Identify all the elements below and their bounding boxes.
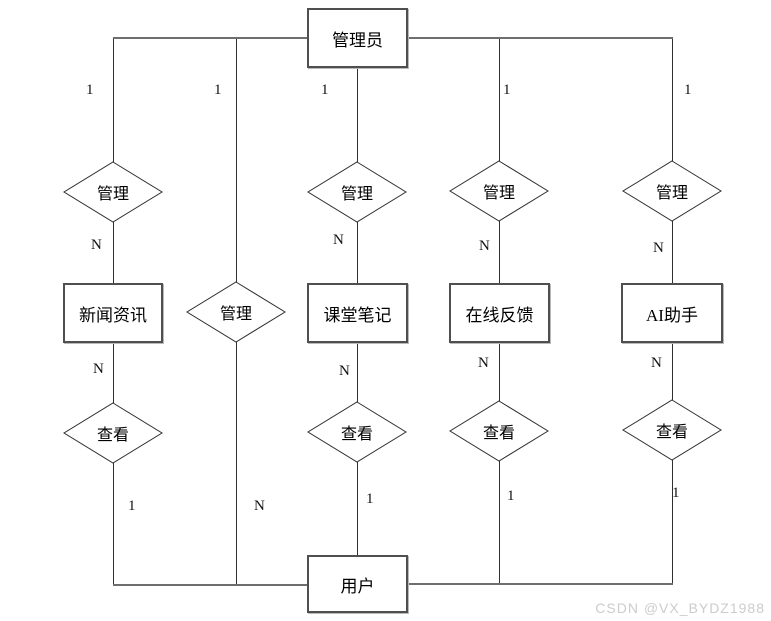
relationship-label: 管理 <box>482 185 515 202</box>
cardinality-admin-ai-1: 1 <box>684 82 692 98</box>
entity-label: 在线反馈 <box>465 305 534 325</box>
edge-user-bottom-right-horizontal <box>408 583 673 585</box>
relationship-manage-notes: 管理 <box>307 161 407 223</box>
cardinality-manage-news-n: N <box>91 237 102 253</box>
cardinality-view-ai-user-1: 1 <box>672 485 680 501</box>
relationship-manage-ai: 管理 <box>622 160 722 222</box>
entity-label: 管理员 <box>332 30 383 50</box>
relationship-label: 管理 <box>655 185 688 202</box>
cardinality-notes-view-n: N <box>339 363 350 379</box>
diamond-shape-icon <box>307 401 407 463</box>
cardinality-admin-manageuser-1: 1 <box>214 82 222 98</box>
edge-admin-top-right-horizontal <box>408 37 673 39</box>
diamond-shape-icon <box>622 160 722 222</box>
entity-feedback: 在线反馈 <box>449 283 550 343</box>
entity-label: AI助手 <box>646 305 698 325</box>
diamond-shape-icon <box>449 160 549 222</box>
relationship-label: 查看 <box>482 425 515 442</box>
csdn-watermark: CSDN @VX_BYDZ1988 <box>595 600 765 616</box>
cardinality-admin-feedback-1: 1 <box>503 82 511 98</box>
cardinality-admin-notes-1: 1 <box>321 82 329 98</box>
entity-admin: 管理员 <box>307 8 408 68</box>
relationship-label: 管理 <box>219 306 252 323</box>
relationship-view-feedback: 查看 <box>449 400 549 462</box>
relationship-view-news: 查看 <box>63 402 163 464</box>
entity-label: 新闻资讯 <box>79 305 147 325</box>
relationship-manage-news: 管理 <box>63 161 163 223</box>
cardinality-manage-notes-n: N <box>333 232 344 248</box>
diamond-shape-icon <box>63 161 163 223</box>
cardinality-view-notes-user-1: 1 <box>366 491 374 507</box>
cardinality-news-view-n: N <box>93 361 104 377</box>
entity-news: 新闻资讯 <box>63 283 163 343</box>
relationship-label: 查看 <box>655 424 688 441</box>
entity-label: 课堂笔记 <box>323 305 392 325</box>
cardinality-ai-view-n: N <box>651 355 662 371</box>
entity-user: 用户 <box>307 555 408 613</box>
relationship-manage-user: 管理 <box>186 281 286 343</box>
diamond-shape-icon <box>186 281 286 343</box>
cardinality-view-news-user-1: 1 <box>128 498 136 514</box>
cardinality-feedback-view-n: N <box>478 355 489 371</box>
entity-notes: 课堂笔记 <box>307 283 408 343</box>
edge-user-bottom-left-horizontal <box>113 584 308 586</box>
diamond-shape-icon <box>449 400 549 462</box>
relationship-label: 查看 <box>96 427 129 444</box>
diamond-shape-icon <box>622 399 722 461</box>
relationship-label: 管理 <box>96 186 129 203</box>
diamond-shape-icon <box>307 161 407 223</box>
diamond-shape-icon <box>63 402 163 464</box>
edge-admin-top-left-horizontal <box>113 37 308 39</box>
entity-label: 用户 <box>340 576 375 596</box>
relationship-label: 管理 <box>340 186 373 203</box>
relationship-label: 查看 <box>340 426 373 443</box>
relationship-view-ai: 查看 <box>622 399 722 461</box>
cardinality-manage-feedback-n: N <box>479 238 490 254</box>
relationship-manage-feedback: 管理 <box>449 160 549 222</box>
entity-ai: AI助手 <box>621 283 723 343</box>
relationship-view-notes: 查看 <box>307 401 407 463</box>
cardinality-view-feedback-user-1: 1 <box>507 488 515 504</box>
cardinality-manage-ai-n: N <box>653 240 664 256</box>
cardinality-admin-news-1: 1 <box>86 82 94 98</box>
cardinality-manageuser-n: N <box>254 498 265 514</box>
